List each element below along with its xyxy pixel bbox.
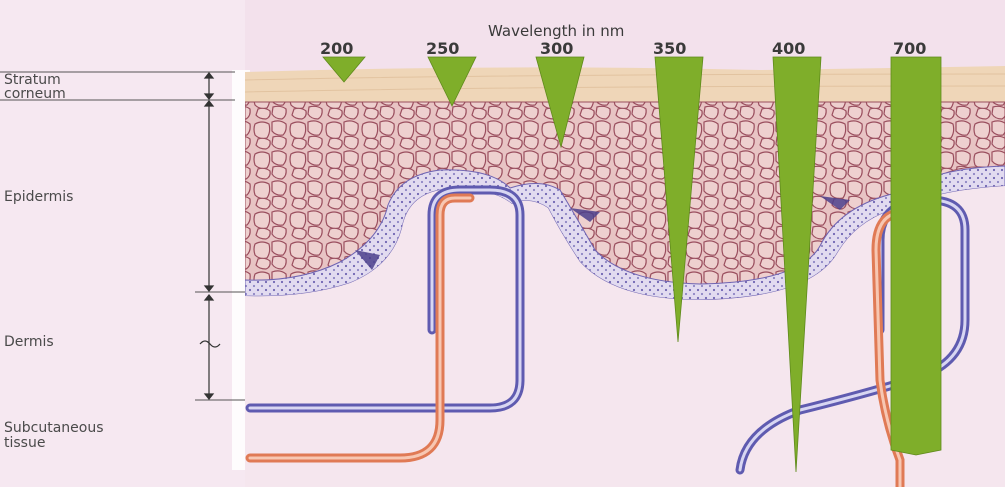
wavelength-label-400: 400 — [772, 39, 805, 58]
beam-700 — [891, 57, 941, 455]
label-epidermis: Epidermis — [4, 189, 73, 205]
label-dermis: Dermis — [4, 334, 54, 350]
wavelength-label-250: 250 — [426, 39, 459, 58]
wavelength-axis-title: Wavelength in nm — [488, 22, 624, 40]
wavelength-label-350: 350 — [653, 39, 686, 58]
label-subcutaneous: Subcutaneous — [4, 420, 104, 436]
wavelength-label-700: 700 — [893, 39, 926, 58]
wavelength-label-200: 200 — [320, 39, 353, 58]
wavelength-label-300: 300 — [540, 39, 573, 58]
label-corneum: corneum — [4, 86, 66, 102]
label-tissue: tissue — [4, 435, 45, 451]
